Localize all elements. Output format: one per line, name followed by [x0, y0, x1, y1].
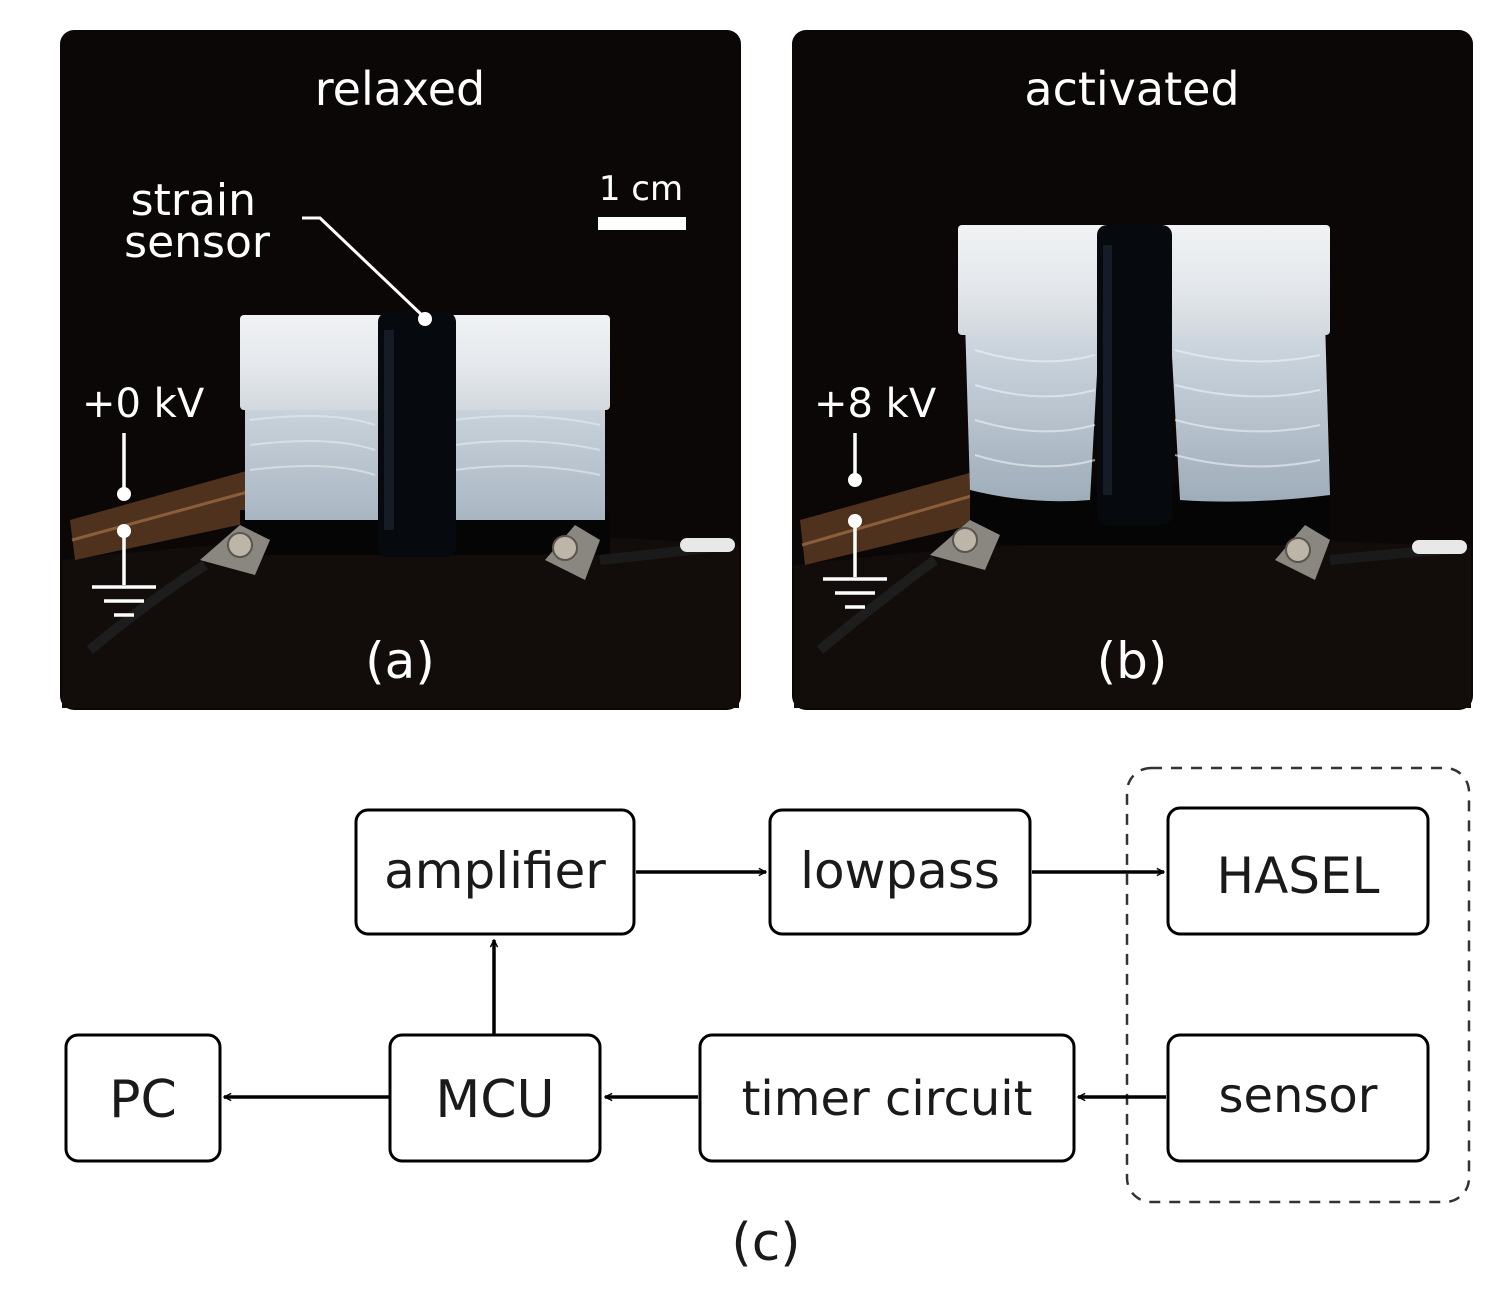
- photo-a-surface: [62, 535, 739, 708]
- panel-b-title: activated: [1024, 62, 1239, 116]
- panel-a-title: relaxed: [315, 62, 485, 116]
- block-mcu: MCU: [388, 1033, 602, 1163]
- block-sensor-label: sensor: [1218, 1068, 1377, 1124]
- block-lowpass-label: lowpass: [800, 842, 1000, 900]
- block-lowpass: lowpass: [768, 808, 1032, 936]
- block-sensor: sensor: [1166, 1033, 1430, 1163]
- block-timer-label: timer circuit: [742, 1071, 1033, 1127]
- panel-c-block-diagram: amplifier lowpass HASEL PC MCU timer cir…: [64, 766, 1471, 1273]
- voltage-label-b: +8 kV: [814, 381, 937, 427]
- photo-b-pouch-right: [1170, 320, 1330, 502]
- block-pc: PC: [64, 1033, 222, 1163]
- block-pc-label: PC: [109, 1070, 177, 1130]
- photo-b-strain-sensor: [1097, 225, 1172, 525]
- photo-b-pouch-left: [965, 320, 1100, 502]
- panel-a-caption: (a): [365, 632, 435, 690]
- ground-symbol-icon: [823, 433, 887, 609]
- photo-b-clamp-right: [1275, 525, 1467, 580]
- annotation-strain-sensor: strain sensor: [124, 175, 271, 268]
- photo-a-clamp-right: [545, 525, 735, 580]
- photo-b-clamp-left: [816, 520, 1000, 654]
- hasel-sensor-group: [1125, 766, 1471, 1204]
- panel-b: +8 kV activated (b): [792, 30, 1473, 710]
- scale-bar: [598, 217, 686, 230]
- block-hasel-label: HASEL: [1217, 847, 1380, 905]
- panel-c-caption: (c): [731, 1213, 800, 1273]
- photo-a-cable-strand: [71, 488, 256, 542]
- block-timer-circuit: timer circuit: [698, 1033, 1076, 1163]
- annotation-leader-line: [302, 216, 427, 320]
- panel-b-caption: (b): [1097, 632, 1168, 690]
- ground-symbol-icon: [92, 433, 156, 617]
- panel-a: strain sensor 1 cm +0 kV relaxed (a): [60, 30, 741, 710]
- block-mcu-label: MCU: [435, 1070, 554, 1130]
- annotation-line-2: sensor: [124, 217, 271, 268]
- block-amplifier: amplifier: [354, 808, 636, 936]
- annotation-line-1: strain: [131, 175, 256, 226]
- terminal-dot-icon: [418, 312, 432, 326]
- photo-b-surface: [794, 539, 1471, 708]
- photo-b-cable-strand: [801, 490, 986, 547]
- scale-bar-label: 1 cm: [599, 169, 683, 209]
- block-amplifier-label: amplifier: [384, 842, 606, 900]
- photo-a-clamp-left: [86, 525, 270, 654]
- block-hasel: HASEL: [1166, 806, 1430, 936]
- voltage-label-a: +0 kV: [82, 381, 205, 427]
- photo-a-strain-sensor: [378, 312, 456, 557]
